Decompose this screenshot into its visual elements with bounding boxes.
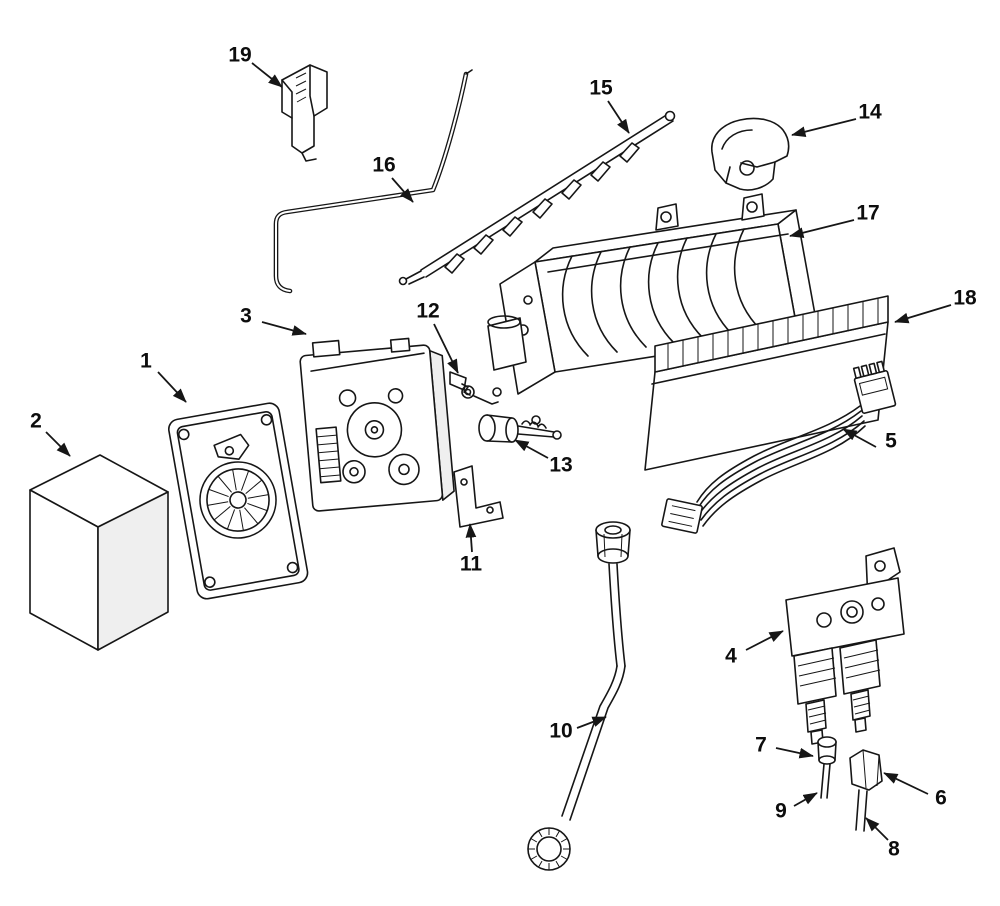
part-18-wiring-cover [644,295,889,471]
part-14-bracket-cap [711,117,790,191]
callout-label-1: 1 [140,349,152,373]
part-15-ice-stripper [398,110,676,286]
callout-label-12: 12 [416,299,440,323]
callout-label-19: 19 [228,43,252,67]
part-10-fill-tube [527,521,631,871]
callout-label-10: 10 [549,719,573,743]
part-11-mounting-clip [453,465,504,528]
part-6-compression-nut [849,749,883,832]
callout-arrow-4 [745,630,784,651]
callout-label-17: 17 [856,201,880,225]
callout-arrow-5 [842,428,877,448]
callout-label-9: 9 [775,799,787,823]
callout-label-11: 11 [459,552,483,576]
callout-arrow-14 [791,118,857,137]
part-19-tube-clip [281,64,328,162]
callout-arrow-19 [251,62,283,88]
callout-arrow-9 [793,792,818,807]
part-2-cover-box [29,454,169,651]
callout-label-14: 14 [858,100,882,124]
callout-label-18: 18 [953,286,977,310]
callout-label-16: 16 [372,153,396,177]
callout-arrow-3 [261,321,307,336]
part-7-insert-fitting [817,736,837,799]
callout-label-5: 5 [885,429,897,453]
part-3-control-module [299,337,455,512]
callout-label-4: 4 [725,644,737,668]
callout-label-8: 8 [888,837,900,861]
callout-label-2: 2 [30,409,42,433]
part-16-fill-tube-elbow [273,69,473,294]
callout-arrow-1 [157,371,187,403]
part-1-mounting-plate [168,402,309,600]
callout-arrow-11 [465,523,477,553]
part-4-water-inlet-valve [785,547,905,745]
callout-label-7: 7 [755,733,767,757]
callout-arrow-10 [576,716,607,729]
callout-arrow-15 [607,100,630,134]
callout-label-3: 3 [240,304,252,328]
part-13-bearing-coupler [478,414,562,443]
part-12-spring-kit [449,371,499,405]
callout-arrow-8 [865,817,889,841]
callout-arrows [45,62,952,841]
callout-arrow-16 [391,177,414,203]
callout-arrow-12 [433,323,459,374]
callout-label-15: 15 [589,76,613,100]
callout-arrow-7 [775,747,814,759]
callout-label-6: 6 [935,786,947,810]
callout-arrow-18 [894,304,952,324]
callout-arrow-6 [883,772,929,795]
part-5-wiring-harness [661,360,897,534]
callout-arrow-13 [514,439,549,459]
callout-arrow-17 [789,219,855,238]
callout-label-13: 13 [549,453,573,477]
callout-arrow-2 [45,431,71,457]
